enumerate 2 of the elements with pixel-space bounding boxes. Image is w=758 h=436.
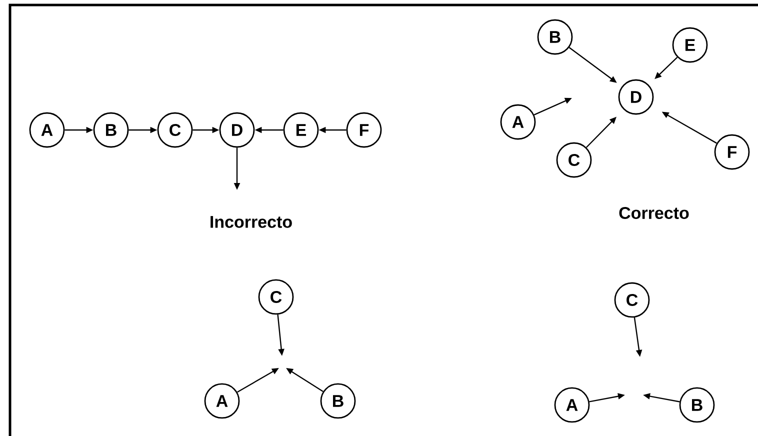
caption-label: Correcto: [619, 206, 689, 220]
caption-label: Incorrecto: [210, 216, 292, 228]
